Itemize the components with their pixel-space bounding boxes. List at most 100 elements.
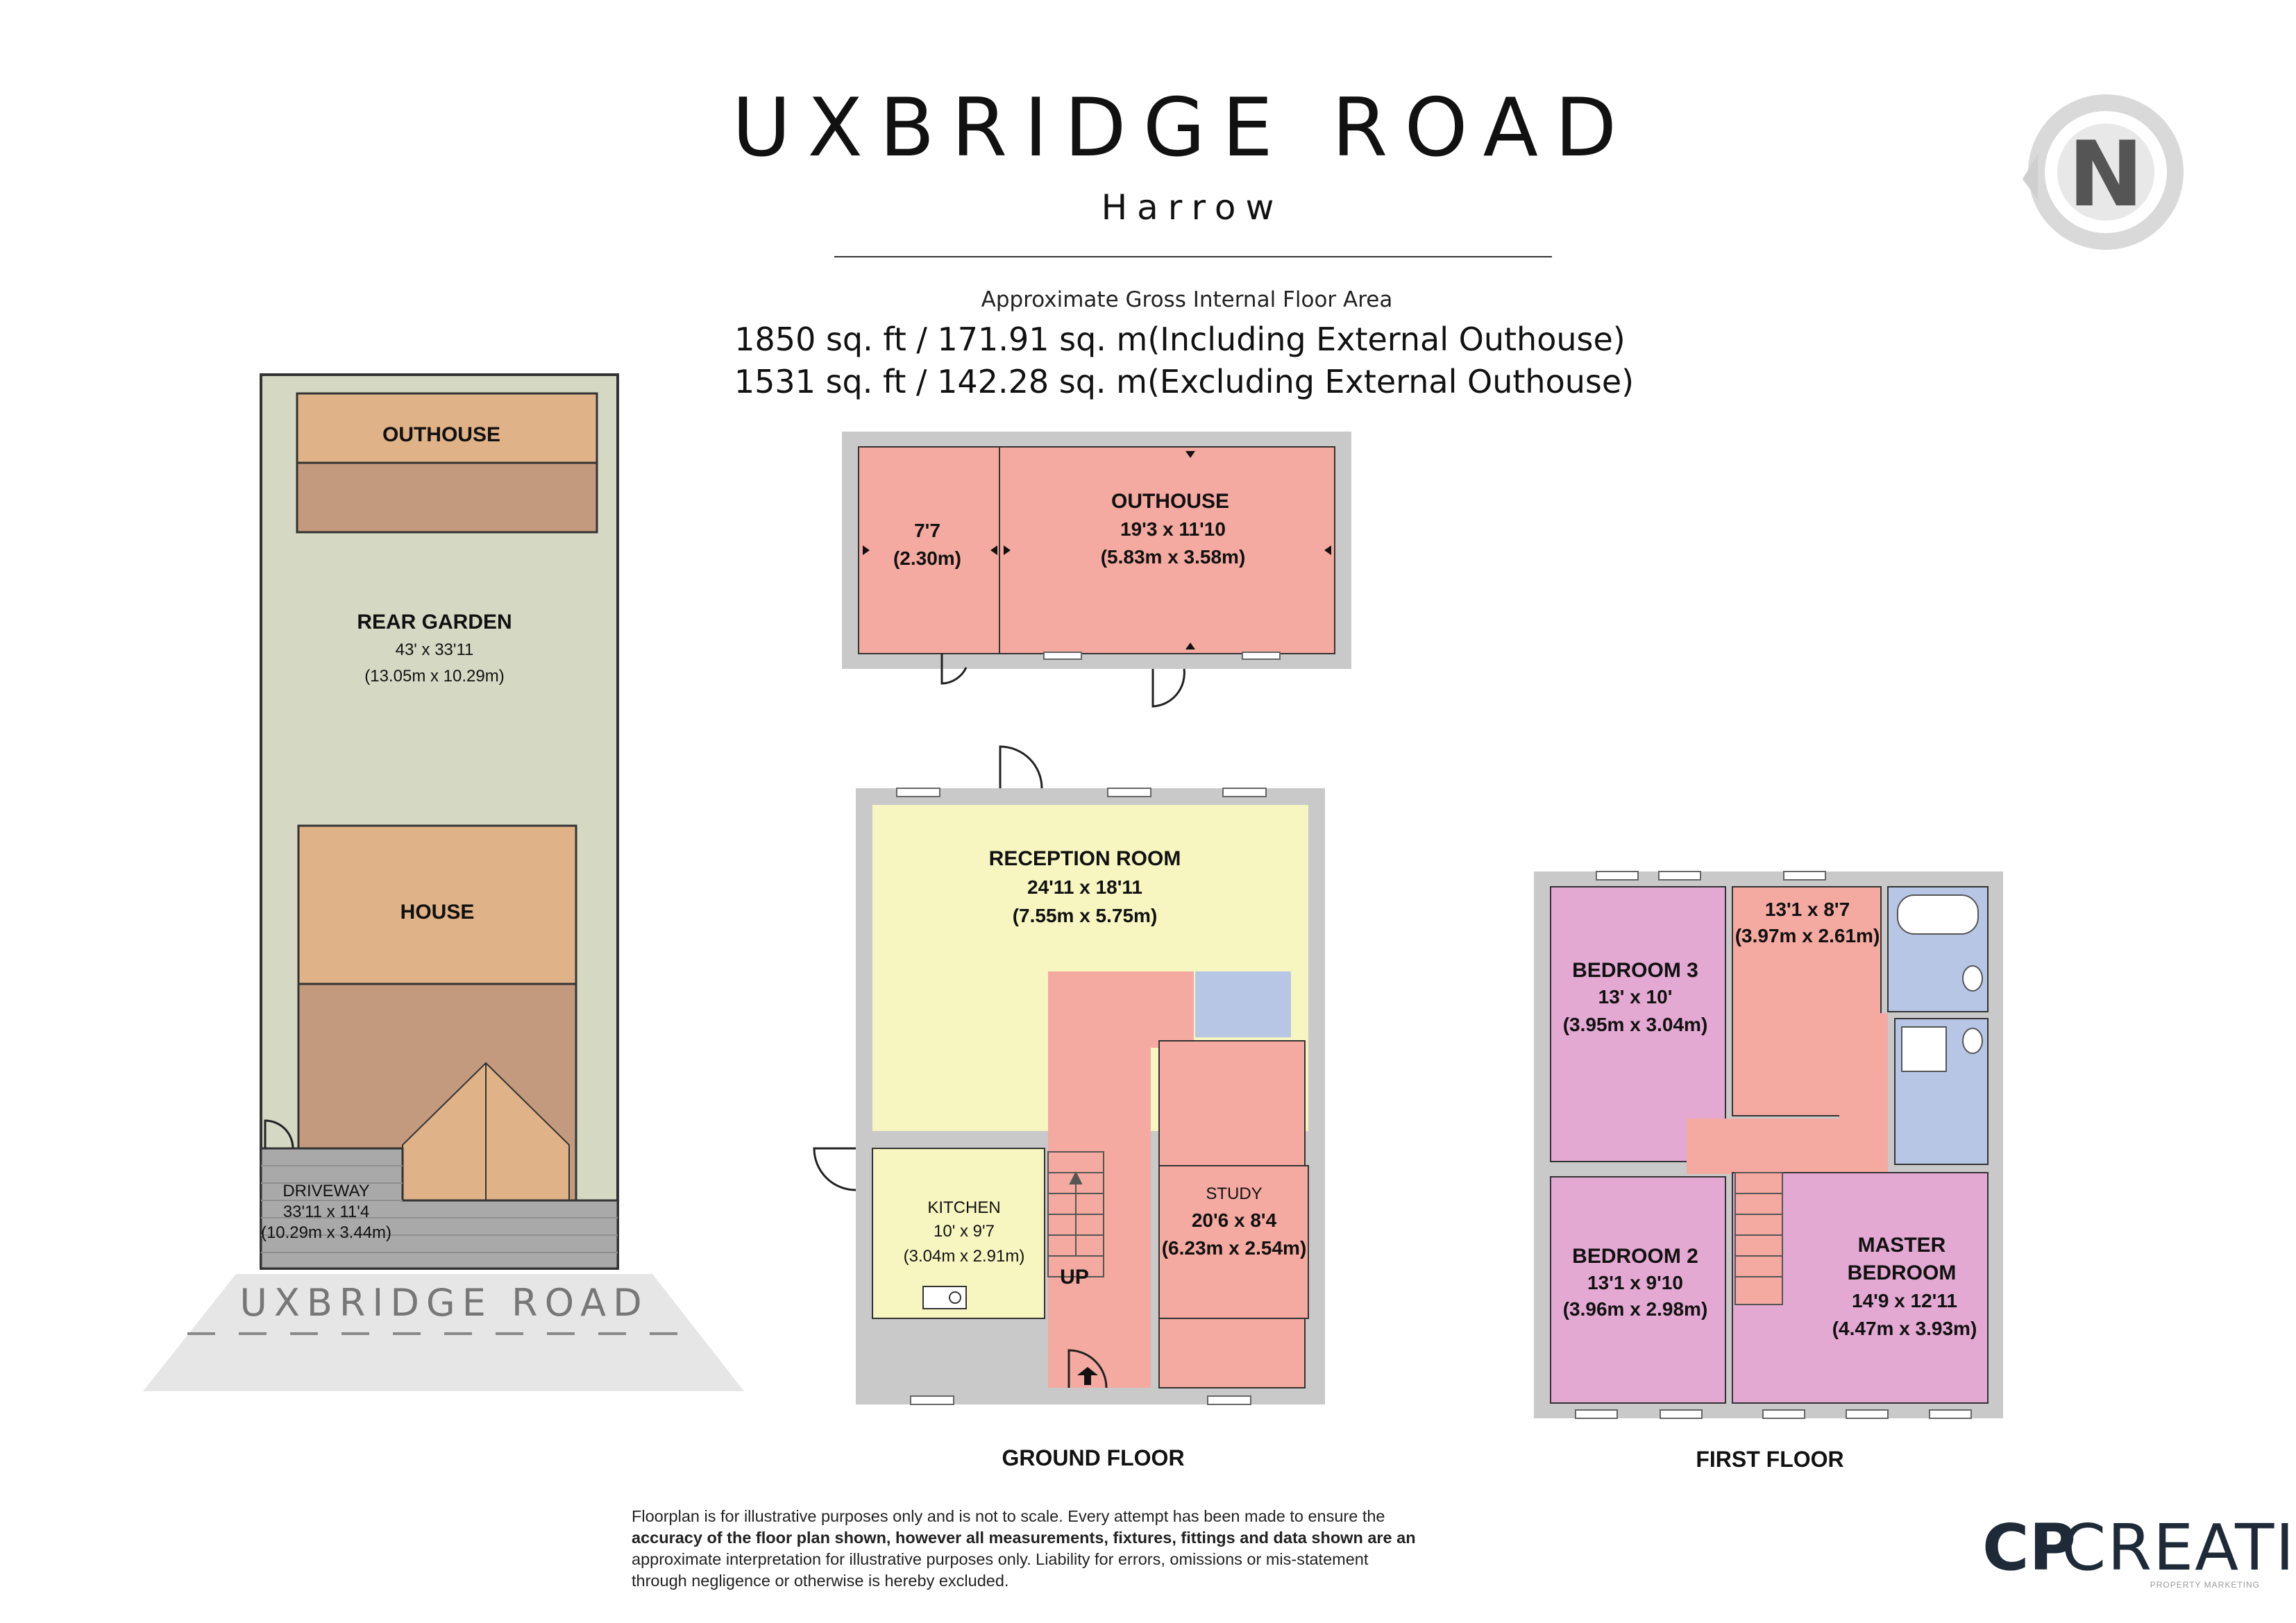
first-floor-plan: BEDROOM 3 13' x 10' (3.95m x 3.04m) 13'1…: [1534, 871, 2003, 1472]
gf-window-3: [1222, 788, 1267, 797]
entrance-arrow-icon: [1077, 1367, 1098, 1385]
gf-window-1: [896, 788, 940, 797]
study-lower: [1158, 1165, 1309, 1319]
reception-dimensions: 24'11 x 18'11: [1027, 876, 1142, 898]
disclaimer: Floorplan is for illustrative purposes o…: [632, 1506, 1492, 1592]
master-bedroom-dimensions: 14'9 x 12'11: [1852, 1290, 1957, 1311]
kitchen-dimensions: 10' x 9'7: [934, 1222, 995, 1241]
outhouse-store-room: [858, 446, 1002, 654]
compass-north-icon: N: [2023, 94, 2184, 250]
site-house-label: HOUSE: [400, 901, 475, 924]
study-metric: (6.23m x 2.54m): [1162, 1237, 1307, 1259]
rear-door-icon: [999, 745, 1043, 789]
bedroom-2-name: BEDROOM 2: [1572, 1245, 1698, 1268]
ground-floor-plan: RECEPTION ROOM 24'11 x 18'11 (7.55m x 5.…: [813, 745, 1325, 1470]
master-bedroom-name-2: BEDROOM: [1848, 1261, 1957, 1284]
kitchen-metric: (3.04m x 2.91m): [904, 1247, 1025, 1266]
bedroom-3-metric: (3.95m x 3.04m): [1563, 1014, 1708, 1035]
front-door-icon: [1067, 1349, 1108, 1388]
outhouse-main-door-icon: [1151, 668, 1185, 708]
ensuite-toilet-icon: [1962, 1028, 1983, 1054]
reception-name: RECEPTION ROOM: [989, 847, 1181, 870]
disclaimer-line-4: through negligence or otherwise is hereb…: [632, 1572, 1009, 1590]
ff-window-1: [1596, 871, 1639, 881]
area-including: 1850 sq. ft / 171.91 sq. m(Including Ext…: [734, 321, 1625, 358]
study-dimensions: 20'6 x 8'4: [1192, 1209, 1277, 1231]
driveway-metric: (10.29m x 3.44m): [261, 1223, 391, 1242]
ff-window-5: [1660, 1409, 1703, 1419]
ff-window-2: [1658, 871, 1701, 881]
outhouse-plan: 7'7 (2.30m) OUTHOUSE 19'3 x 11'10 (5.83m…: [842, 432, 1351, 708]
outhouse-main-room: [999, 446, 1335, 654]
staircase-icon: [1047, 1151, 1104, 1277]
garden-metric: (13.05m x 10.29m): [364, 667, 504, 686]
kitchen-door-icon: [813, 1147, 856, 1191]
site-plan: OUTHOUSE REAR GARDEN 43' x 33'11 (13.05m…: [143, 373, 744, 1391]
bedroom-4-metric: (3.97m x 2.61m): [1735, 925, 1880, 946]
cp-creative-logo: CP CREATIVE PROPERTY MARKETING: [1982, 1511, 2296, 1590]
site-outhouse-bottom: [296, 461, 598, 534]
toilet-icon: [1962, 965, 1983, 992]
street-label: UXBRIDGE ROAD: [239, 1281, 648, 1325]
master-bedroom-metric: (4.47m x 3.93m): [1832, 1318, 1977, 1339]
disclaimer-line-1: Floorplan is for illustrative purposes o…: [632, 1507, 1385, 1525]
site-house-top: [297, 824, 577, 985]
ff-window-7: [1846, 1409, 1889, 1419]
outhouse-dimensions: 19'3 x 11'10: [1120, 518, 1226, 540]
logo-creative: CREATIVE: [2061, 1511, 2296, 1585]
garden-label: REAR GARDEN: [357, 611, 512, 634]
logo-cp: CP: [1982, 1511, 2076, 1585]
bedroom-2-dimensions: 13'1 x 9'10: [1587, 1272, 1683, 1293]
ff-window-8: [1929, 1409, 1972, 1419]
bedroom-3-name: BEDROOM 3: [1572, 959, 1698, 982]
outhouse-metric: (5.83m x 3.58m): [1101, 546, 1246, 568]
site-outhouse-label: OUTHOUSE: [382, 423, 500, 446]
bedroom-2-metric: (3.96m x 2.98m): [1563, 1298, 1708, 1320]
ground-floor-label: GROUND FLOOR: [1002, 1445, 1184, 1470]
driveway-pattern: [261, 1165, 618, 1253]
ff-staircase-icon: [1734, 1172, 1783, 1305]
outhouse-window-2: [1242, 652, 1281, 660]
disclaimer-line-3: approximate interpretation for illustrat…: [632, 1550, 1369, 1568]
sink-icon: [922, 1286, 967, 1309]
cloakroom: [1195, 971, 1291, 1037]
kitchen-name: KITCHEN: [927, 1198, 1000, 1217]
gf-window-5: [1207, 1395, 1251, 1405]
bedroom-3-dimensions: 13' x 10': [1598, 986, 1673, 1008]
outhouse-name: OUTHOUSE: [1111, 490, 1229, 513]
shower-tray-icon: [1901, 1026, 1947, 1072]
garden-dimensions: 43' x 33'11: [396, 640, 474, 659]
bedroom-2: [1550, 1176, 1726, 1404]
ff-window-6: [1762, 1409, 1805, 1419]
gf-window-4: [910, 1395, 954, 1405]
area-caption: Approximate Gross Internal Floor Area: [981, 287, 1393, 312]
bedroom-4-dimensions: 13'1 x 8'7: [1765, 899, 1850, 920]
driveway: [260, 1147, 619, 1270]
hallway-upper: [1097, 971, 1194, 1048]
disclaimer-line-2: accuracy of the floor plan shown, howeve…: [632, 1529, 1416, 1547]
outhouse-window-1: [1043, 652, 1082, 660]
master-bedroom-name-1: MASTER: [1858, 1234, 1946, 1257]
bedroom-3: [1550, 886, 1726, 1162]
site-gate-icon: [264, 1119, 294, 1149]
outhouse-store-door-icon: [940, 654, 968, 685]
logo-tagline: PROPERTY MARKETING: [2150, 1580, 2260, 1590]
ff-window-3: [1783, 871, 1826, 881]
stairs-up-label: UP: [1060, 1266, 1089, 1289]
bathtub-icon: [1897, 894, 1979, 935]
landing-right: [1839, 1013, 1888, 1166]
ff-window-4: [1575, 1409, 1618, 1419]
reception-metric: (7.55m x 5.75m): [1013, 905, 1158, 926]
street: [143, 1274, 744, 1391]
page-title: UXBRIDGE ROAD: [732, 81, 1634, 175]
driveway-label: DRIVEWAY: [282, 1182, 369, 1200]
outhouse-store-dimensions: 7'7: [914, 520, 940, 541]
first-floor-label: FIRST FLOOR: [1696, 1447, 1843, 1472]
outhouse-store-metric: (2.30m): [893, 547, 961, 569]
page-subtitle: Harrow: [1101, 187, 1284, 228]
study-name: STUDY: [1206, 1184, 1262, 1203]
area-excluding: 1531 sq. ft / 142.28 sq. m(Excluding Ext…: [734, 363, 1634, 400]
compass-letter: N: [2068, 121, 2144, 227]
gf-window-2: [1107, 788, 1151, 797]
